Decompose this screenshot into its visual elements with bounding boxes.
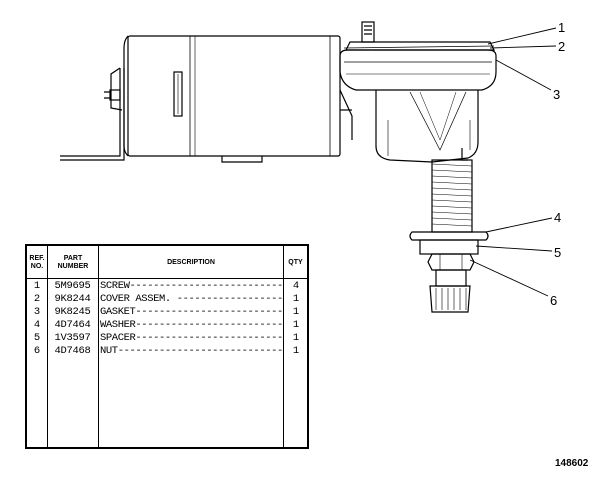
callout-1: 1 — [558, 20, 566, 35]
part-number-cell: 9K8244 — [54, 293, 91, 305]
description-cell: WASHER----------------------------------… — [100, 319, 282, 331]
qty-cell: 1 — [292, 306, 300, 318]
callout-4: 4 — [554, 210, 562, 225]
column-divider — [47, 246, 48, 447]
table-row: 1 5M9695 SCREW--------------------------… — [27, 280, 307, 292]
callout-6: 6 — [550, 293, 558, 308]
ref-no-cell: 3 — [33, 306, 41, 318]
threaded-shaft — [431, 148, 473, 233]
description-cell: SPACER----------------------------------… — [100, 332, 282, 344]
qty-cell: 1 — [292, 319, 300, 331]
table-row: 4 4D7464 WASHER-------------------------… — [27, 319, 307, 331]
qty-cell: 1 — [292, 332, 300, 344]
header-divider — [27, 278, 307, 279]
header-ref-no: REF. NO. — [29, 255, 45, 270]
description-cell: SCREW-----------------------------------… — [100, 280, 282, 292]
gear-housing-base — [375, 90, 479, 163]
splined-shaft-end — [429, 269, 471, 313]
ref-no-cell: 5 — [33, 332, 41, 344]
part-number-cell: 4D7464 — [54, 319, 91, 331]
parts-table: REF. NO. PART NUMBER DESCRIPTION QTY 1 5… — [25, 244, 309, 449]
part-number-cell: 1V3597 — [54, 332, 91, 344]
column-divider — [98, 246, 99, 447]
qty-cell: 1 — [292, 293, 300, 305]
motor-housing — [123, 35, 341, 163]
spacer — [419, 239, 479, 255]
gasket-line — [343, 45, 495, 49]
qty-cell: 1 — [292, 345, 300, 357]
description-cell: GASKET----------------------------------… — [100, 306, 282, 318]
header-qty: QTY — [288, 259, 303, 266]
table-row: 3 9K8245 GASKET-------------------------… — [27, 306, 307, 318]
qty-cell: 4 — [292, 280, 300, 292]
table-row: 5 1V3597 SPACER-------------------------… — [27, 332, 307, 344]
description-cell: NUT-------------------------------------… — [100, 345, 282, 357]
part-number-cell: 5M9695 — [54, 280, 91, 292]
washer — [409, 231, 489, 241]
mounting-bracket — [60, 67, 125, 161]
ref-no-cell: 6 — [33, 345, 41, 357]
table-row: 2 9K8244 COVER ASSEM. ------------------… — [27, 293, 307, 305]
ref-no-cell: 2 — [33, 293, 41, 305]
nut — [427, 253, 475, 271]
header-part-number: PART NUMBER — [57, 255, 89, 270]
table-row: 6 4D7468 NUT----------------------------… — [27, 345, 307, 357]
header-description: DESCRIPTION — [167, 259, 215, 266]
callout-5: 5 — [554, 245, 562, 260]
ref-no-cell: 4 — [33, 319, 41, 331]
part-number-cell: 9K8245 — [54, 306, 91, 318]
description-cell: COVER ASSEM. ---------------------------… — [100, 293, 282, 305]
leader-lines — [469, 27, 557, 297]
cover-assembly — [339, 21, 497, 140]
figure-number: 148602 — [555, 458, 589, 469]
part-number-cell: 4D7468 — [54, 345, 91, 357]
callout-2: 2 — [558, 39, 566, 54]
column-divider — [283, 246, 284, 447]
callout-3: 3 — [553, 87, 561, 102]
ref-no-cell: 1 — [33, 280, 41, 292]
